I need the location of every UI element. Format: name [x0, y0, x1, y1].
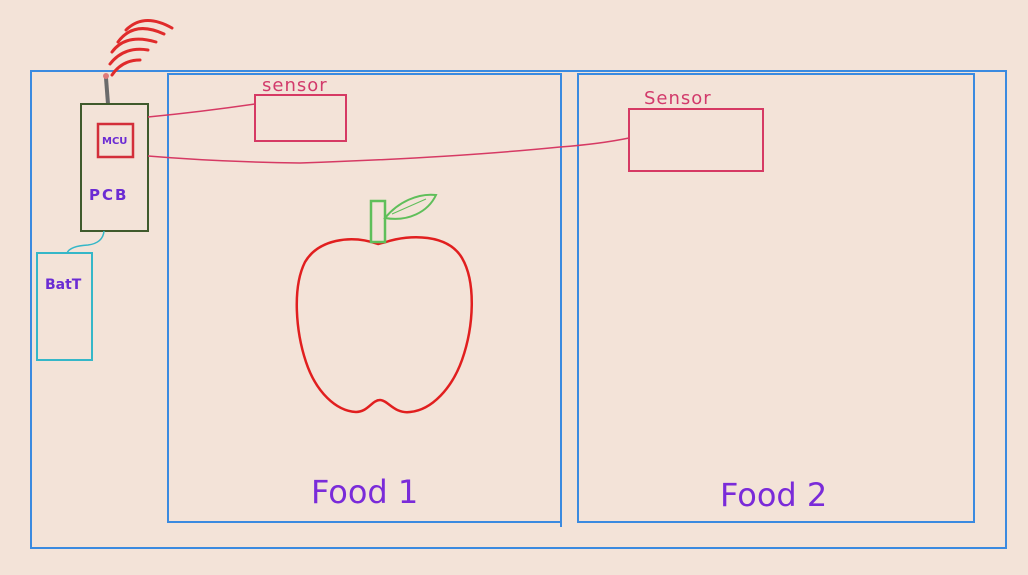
outer-enclosure	[30, 70, 1007, 549]
battery-wire	[66, 230, 105, 254]
mcu-chip	[96, 122, 135, 159]
apple-icon	[295, 193, 473, 414]
sensor-2-label: Sensor	[644, 88, 712, 109]
sensor-1-box	[254, 94, 347, 142]
pcb-board	[80, 103, 149, 232]
wifi-signal-icon	[108, 19, 174, 77]
sensor-1-label: sensor	[262, 75, 328, 96]
compartment-food-1	[167, 73, 562, 523]
compartment-food-2	[577, 73, 975, 523]
wire-pcb-sensor-1	[147, 103, 256, 118]
battery-box	[36, 252, 93, 361]
pcb-label: PCB	[89, 186, 128, 204]
battery-label: BatT	[45, 277, 82, 293]
antenna-icon	[103, 73, 110, 105]
mcu-label: MCU	[102, 136, 127, 147]
wire-pcb-sensor-2	[147, 137, 630, 164]
food-1-label: Food 1	[311, 473, 418, 511]
sensor-2-box	[628, 108, 764, 172]
food-2-label: Food 2	[720, 476, 827, 514]
